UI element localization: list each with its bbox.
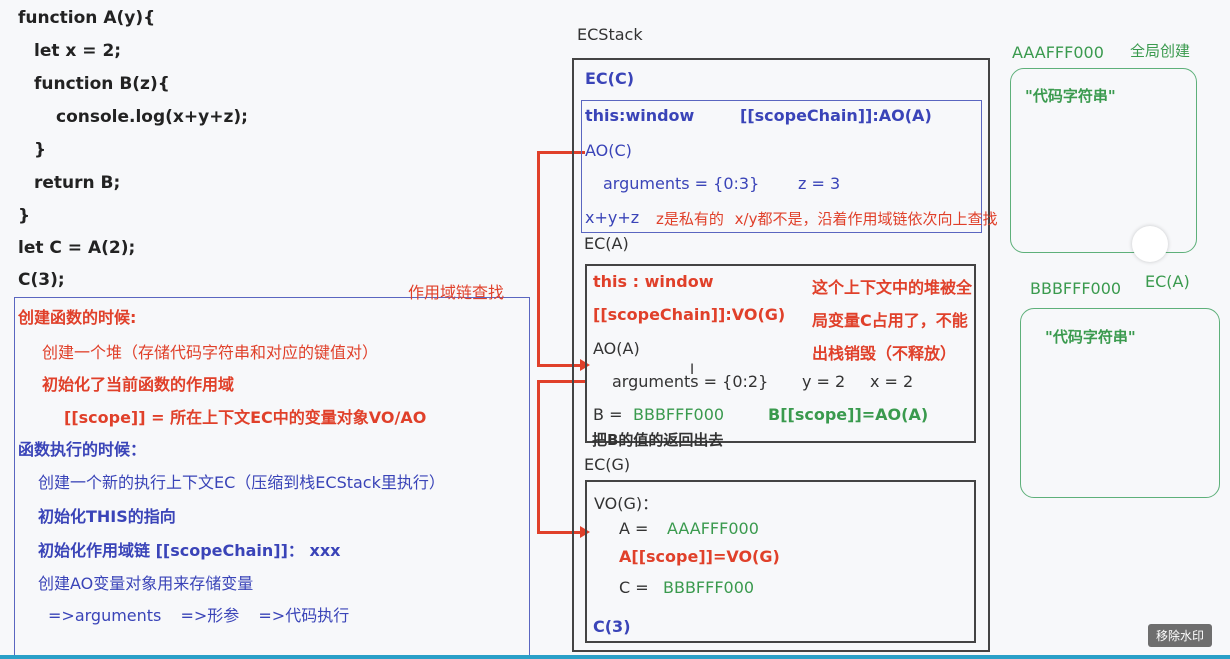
notes-exec-2: 初始化THIS的指向	[38, 507, 176, 526]
code-line-4: console.log(x+y+z);	[56, 107, 248, 127]
ecstack-box	[572, 58, 990, 652]
eca-x: x = 2	[870, 372, 914, 391]
eca-b-scope: B[[scope]]=AO(A)	[768, 405, 929, 424]
ecc-note: z是私有的 x/y都不是，沿着作用域链依次向上查找	[656, 210, 998, 228]
ecg-vo: VO(G)：	[594, 494, 659, 513]
code-line-5: }	[34, 140, 47, 160]
heap-a-addr: AAAFFF000	[1012, 43, 1104, 62]
heap-b-note: EC(A)	[1145, 272, 1190, 291]
eca-b-value: BBBFFF000	[633, 405, 725, 424]
notes-exec-5: =>arguments =>形参 =>代码执行	[48, 606, 350, 625]
ecg-a-label: A =	[619, 519, 649, 538]
text-cursor-icon: I	[690, 362, 695, 378]
scope-chain-lookup-label: 作用域链查找	[408, 283, 505, 302]
eca-box	[585, 264, 976, 443]
ecc-scope-chain: [[scopeChain]]:AO(A)	[740, 106, 932, 125]
ecg-a-scope: A[[scope]]=VO(G)	[619, 547, 780, 566]
cursor-circle-icon	[1132, 226, 1168, 262]
eca-arguments: arguments = {0:2}	[612, 372, 769, 391]
heap-b-addr: BBBFFF000	[1030, 279, 1122, 298]
notes-create-3: [[scope]] = 所在上下文EC中的变量对象VO/AO	[64, 408, 427, 427]
notes-exec-title: 函数执行的时候：	[18, 440, 147, 459]
notes-exec-1: 创建一个新的执行上下文EC（压缩到栈ECStack里执行）	[38, 473, 445, 492]
eca-this: this : window	[593, 272, 714, 291]
code-line-9: C(3);	[18, 270, 65, 290]
notes-exec-3: 初始化作用域链 [[scopeChain]]： xxx	[38, 541, 341, 560]
eca-label: EC(A)	[584, 234, 629, 253]
ecg-box	[585, 480, 976, 643]
ecg-a-value: AAAFFF000	[667, 519, 759, 538]
code-line-2: let x = 2;	[34, 41, 122, 61]
eca-return-note: 把B的值的返回出去	[592, 431, 724, 449]
ecc-box	[581, 100, 982, 233]
code-line-7: }	[18, 206, 31, 226]
eca-heap-note-2: 局变量C占用了，不能	[812, 311, 968, 330]
notes-create-title: 创建函数的时候:	[18, 308, 137, 327]
code-line-8: let C = A(2);	[18, 238, 136, 258]
eca-heap-note-1: 这个上下文中的堆被全	[812, 278, 973, 297]
ecc-this: this:window	[585, 106, 695, 125]
heap-b-box	[1020, 308, 1220, 498]
code-line-6: return B;	[34, 173, 121, 193]
ecg-label: EC(G)	[584, 455, 631, 474]
ecc-ao: AO(C)	[585, 141, 632, 160]
eca-y: y = 2	[802, 372, 846, 391]
ecstack-title: ECStack	[577, 25, 643, 44]
eca-b-label: B =	[593, 405, 623, 424]
heap-b-content: "代码字符串"	[1045, 328, 1136, 346]
ecg-c-label: C =	[619, 578, 649, 597]
eca-ao: AO(A)	[593, 339, 640, 358]
heap-a-box	[1010, 68, 1197, 253]
heap-a-note: 全局创建	[1130, 42, 1191, 60]
ecc-expr: x+y+z	[585, 208, 640, 227]
ecc-z: z = 3	[798, 174, 841, 193]
ecc-arguments: arguments = {0:3}	[603, 174, 760, 193]
eca-scope-chain: [[scopeChain]]:VO(G)	[593, 305, 786, 324]
ecg-call: C(3)	[593, 617, 631, 636]
eca-heap-note-3: 出栈销毁（不释放）	[812, 344, 957, 363]
ecg-c-value: BBBFFF000	[663, 578, 755, 597]
notes-exec-4: 创建AO变量对象用来存储变量	[38, 574, 254, 593]
ecc-label: EC(C)	[585, 69, 635, 88]
code-line-3: function B(z){	[34, 74, 170, 94]
code-line-1: function A(y){	[18, 8, 156, 28]
notes-create-1: 创建一个堆（存储代码字符串和对应的键值对）	[42, 343, 379, 362]
bottom-progress-bar	[0, 655, 1230, 659]
heap-a-content: "代码字符串"	[1025, 87, 1116, 105]
notes-create-2: 初始化了当前函数的作用域	[42, 375, 235, 394]
remove-watermark-button[interactable]: 移除水印	[1147, 624, 1212, 647]
